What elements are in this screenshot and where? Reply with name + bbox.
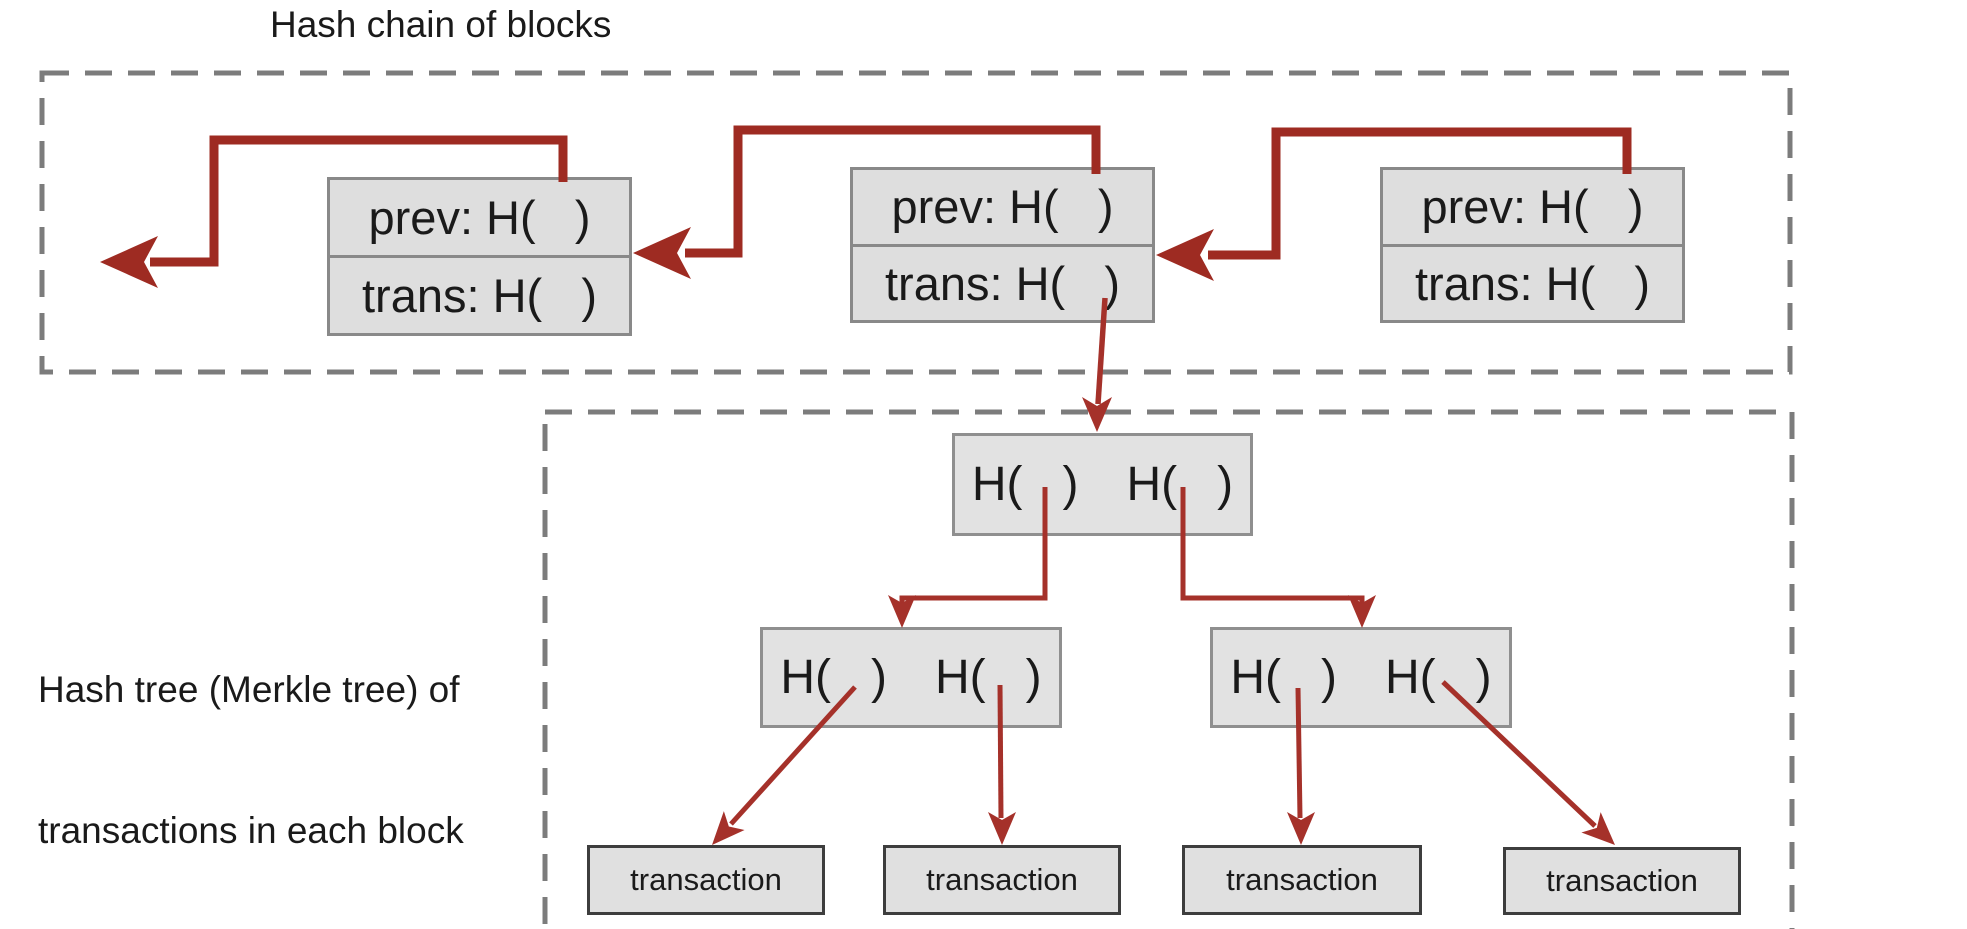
merkle-root-node: H( ) H( ) — [952, 433, 1253, 536]
block-1-trans-field: trans: H( ) — [330, 258, 629, 333]
arrowhead-into-root-icon — [1082, 397, 1112, 432]
merkle-root-hash-right: H( ) — [1126, 458, 1234, 511]
chain-block-3: prev: H( ) trans: H( ) — [1380, 167, 1685, 323]
block-1-trans-label: trans: H( ) — [361, 269, 598, 322]
merkle-left-child-hash-left: H( ) — [780, 651, 887, 704]
block-2-trans-label: trans: H( ) — [884, 256, 1121, 310]
merkle-left-child-hash-right: H( ) — [935, 651, 1042, 704]
merkle-tree-label: Hash tree (Merkle tree) of transactions … — [38, 572, 464, 929]
chain-arrowhead-into-block2-icon — [1156, 229, 1214, 281]
arrowhead-into-left-child-icon — [888, 595, 916, 628]
merkle-right-child-hash-left: H( ) — [1230, 651, 1337, 704]
block-1-prev-field: prev: H( ) — [330, 180, 629, 258]
transaction-leaf-4: transaction — [1503, 847, 1741, 915]
merkle-right-child-hash-right: H( ) — [1385, 651, 1492, 704]
block-3-trans-field: trans: H( ) — [1383, 247, 1682, 321]
transaction-leaf-3-label: transaction — [1226, 862, 1378, 897]
transaction-leaf-2: transaction — [883, 845, 1121, 915]
chain-block-1: prev: H( ) trans: H( ) — [327, 177, 632, 336]
transaction-leaf-3: transaction — [1182, 845, 1422, 915]
block-3-prev-label: prev: H( ) — [1421, 180, 1644, 234]
arrowhead-into-leaf2-icon — [988, 812, 1016, 845]
hash-chain-title: Hash chain of blocks — [270, 4, 612, 45]
chain-arrowhead-left-icon — [100, 236, 158, 288]
merkle-root-hash-left: H( ) — [971, 458, 1079, 511]
arrowhead-into-right-child-icon — [1348, 595, 1376, 628]
block-1-prev-label: prev: H( ) — [368, 191, 591, 244]
block-2-prev-label: prev: H( ) — [891, 180, 1114, 234]
transaction-leaf-1-label: transaction — [630, 862, 782, 897]
chain-arrowhead-into-block1-icon — [633, 227, 691, 279]
merkle-left-child-node: H( ) H( ) — [760, 627, 1062, 728]
transaction-leaf-2-label: transaction — [926, 862, 1078, 897]
merkle-tree-label-line1: Hash tree (Merkle tree) of — [38, 669, 460, 710]
merkle-tree-label-line2: transactions in each block — [38, 810, 464, 851]
block-3-prev-field: prev: H( ) — [1383, 170, 1682, 247]
transaction-leaf-1: transaction — [587, 845, 825, 915]
transaction-leaf-4-label: transaction — [1546, 863, 1698, 898]
merkle-right-child-node: H( ) H( ) — [1210, 627, 1512, 728]
arrowhead-into-leaf3-icon — [1287, 812, 1315, 845]
block-2-trans-field: trans: H( ) — [853, 247, 1152, 321]
block-3-trans-label: trans: H( ) — [1414, 256, 1651, 310]
block-2-prev-field: prev: H( ) — [853, 170, 1152, 247]
chain-block-2: prev: H( ) trans: H( ) — [850, 167, 1155, 323]
